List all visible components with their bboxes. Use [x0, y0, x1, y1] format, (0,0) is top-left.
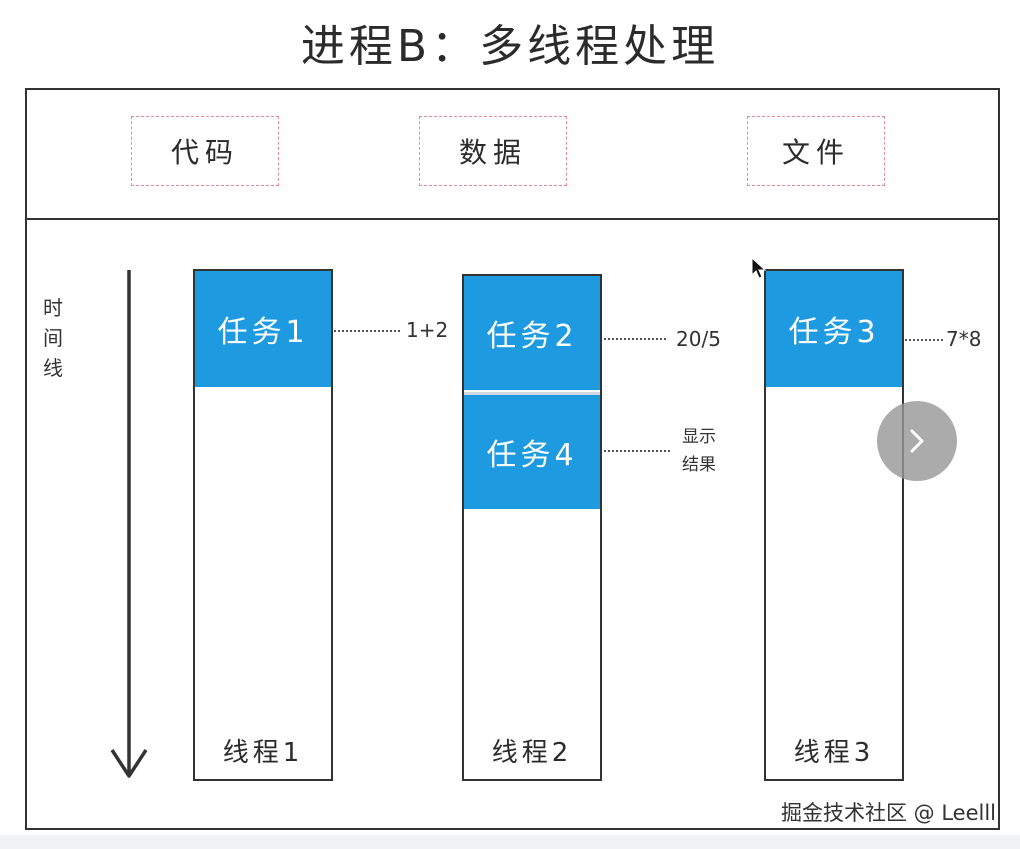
thread-2-label: 线程2 [491, 738, 573, 768]
task-3: 任务3 [766, 271, 902, 387]
timeline-arrow-icon [110, 270, 148, 778]
timeline-label: 时间线 [43, 296, 63, 380]
task-4-note-line2: 结果 [682, 455, 716, 475]
watermark: 掘金技术社区 @ Leelll [780, 801, 996, 825]
chevron-right-icon [910, 429, 924, 453]
resource-data: 数据 [419, 116, 567, 186]
task-4: 任务4 [464, 392, 600, 509]
task-1: 任务1 [195, 271, 331, 387]
task-4-leader [604, 450, 670, 452]
task-4-note-line1: 显示 [682, 427, 716, 447]
next-slide-button[interactable] [877, 401, 957, 481]
bottom-bar [0, 835, 1020, 849]
thread-1: 任务1 线程1 [193, 269, 333, 781]
task-3-note: 7*8 [946, 327, 982, 351]
task-2: 任务2 [464, 276, 600, 390]
page-title: 进程B：多线程处理 [300, 21, 720, 72]
task-3-leader [905, 339, 943, 341]
thread-1-label: 线程1 [222, 738, 304, 768]
task-4-note: 显示 结果 [682, 423, 716, 479]
thread-3: 任务3 线程3 [764, 269, 904, 781]
resource-file: 文件 [747, 116, 885, 186]
task-2-leader [604, 338, 666, 340]
thread-2: 任务2 任务4 线程2 [462, 274, 602, 781]
section-divider [27, 218, 998, 220]
task-1-leader [334, 330, 400, 332]
pointer-cursor-icon [751, 257, 767, 279]
task-2-note: 20/5 [676, 327, 721, 351]
task-1-note: 1+2 [406, 318, 449, 342]
thread-3-label: 线程3 [793, 738, 875, 768]
resource-code: 代码 [131, 116, 279, 186]
